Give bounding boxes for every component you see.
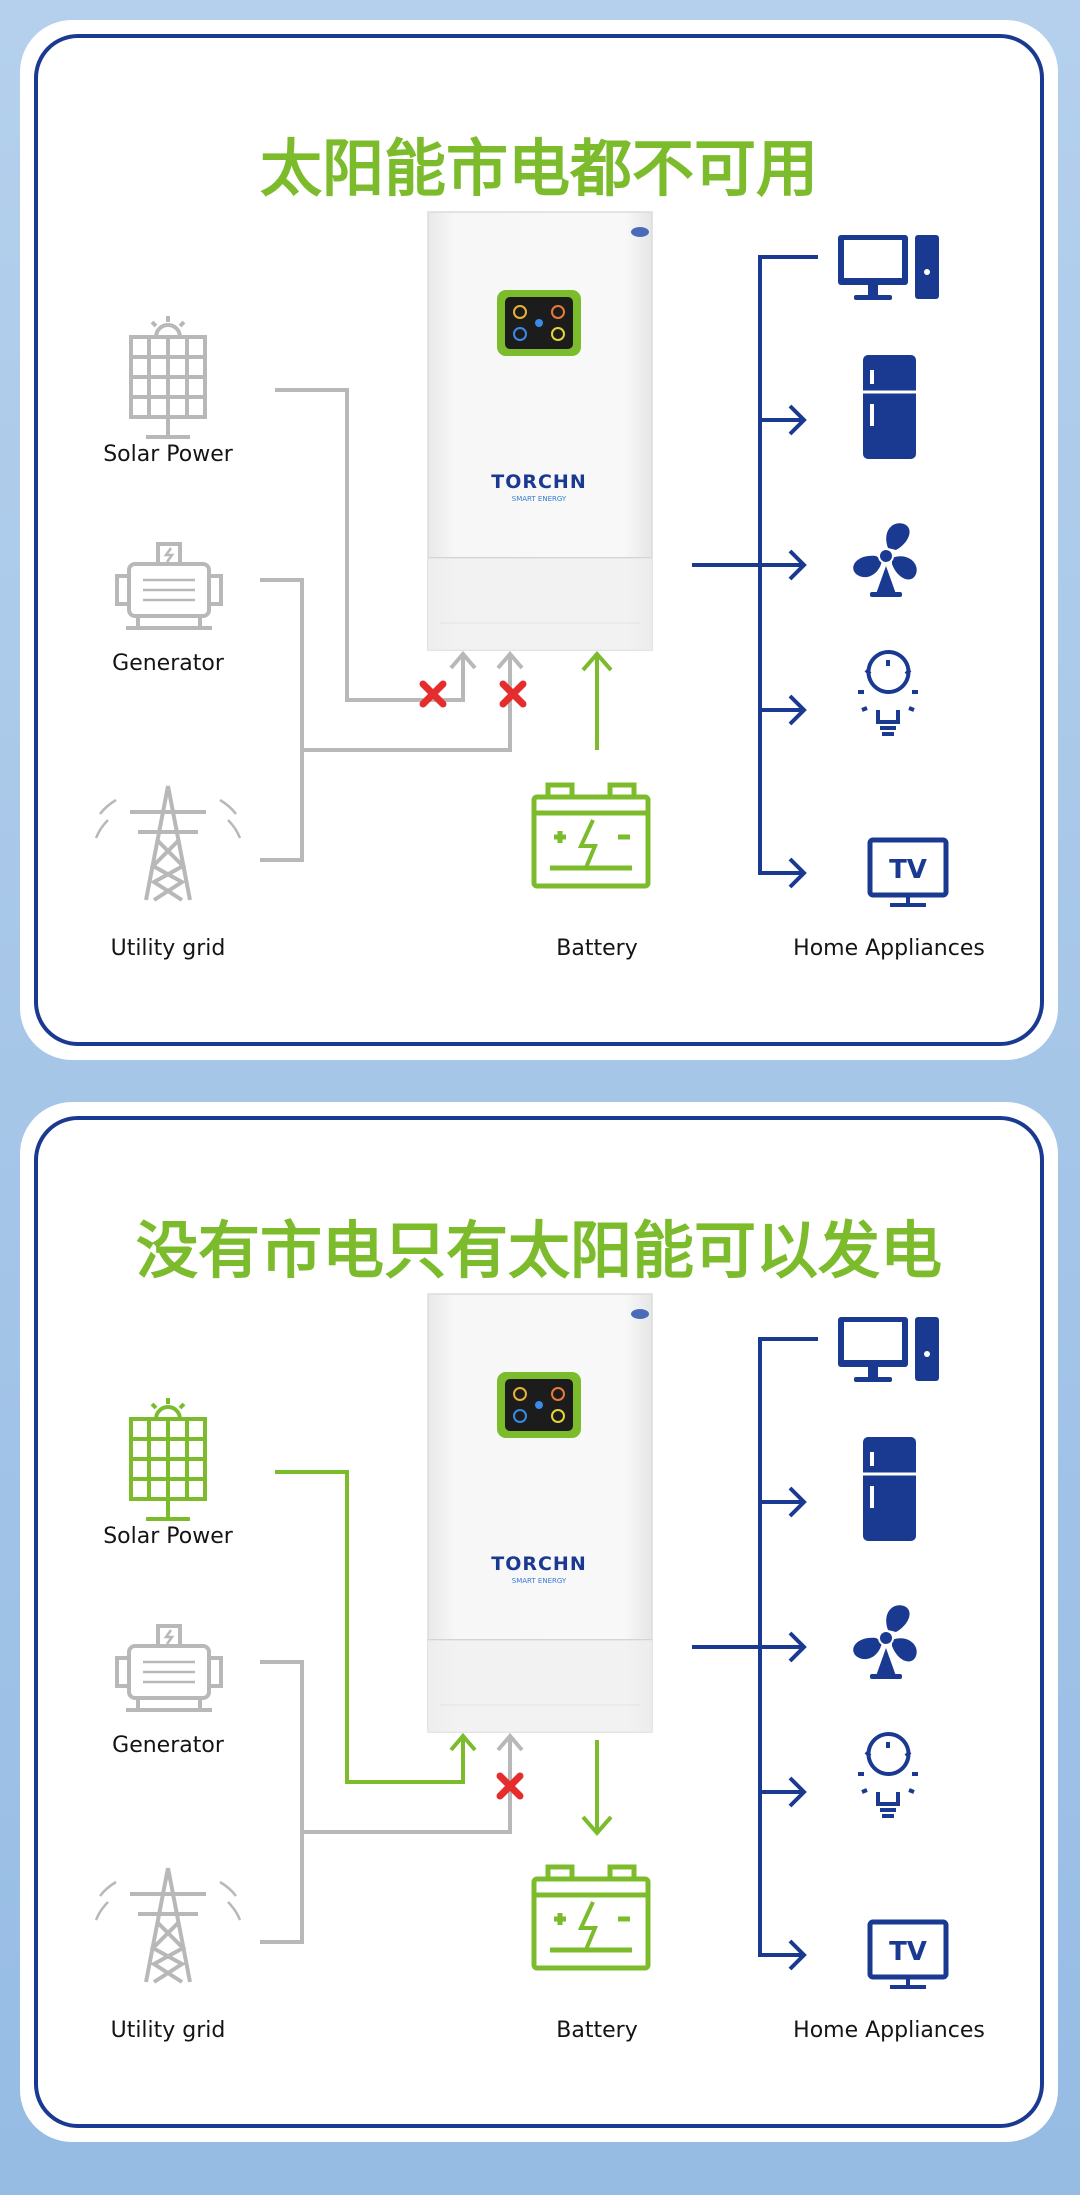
light-bulb-icon — [858, 1732, 918, 1818]
computer-icon — [838, 1317, 939, 1382]
battery-icon — [531, 782, 651, 889]
generator-icon — [115, 542, 223, 630]
inverter-brand: TORCHN — [491, 1553, 587, 1575]
solar-input-line — [275, 388, 465, 702]
grid-disabled-x — [496, 1772, 524, 1800]
inverter-display — [497, 1372, 581, 1438]
panel-title: 没有市电只有太阳能可以发电 — [136, 1214, 942, 1287]
refrigerator-icon — [863, 355, 916, 459]
disabled-x-marks — [419, 680, 527, 708]
inverter-tagline: SMART ENERGY — [512, 495, 567, 503]
inverter-brand: TORCHN — [491, 471, 587, 493]
inverter-unit: TORCHN SMART ENERGY — [427, 211, 653, 651]
generator-icon — [115, 1624, 223, 1712]
battery-charge-arrow — [581, 1740, 613, 1837]
generator-grid-line — [260, 1660, 304, 1944]
grid-input-line — [302, 1737, 512, 1834]
grid-input-line — [302, 655, 512, 752]
inverter-unit: TORCHN SMART ENERGY — [427, 1293, 653, 1733]
output-lines — [692, 255, 818, 889]
tv-icon: TV — [867, 1919, 949, 1989]
output-lines — [692, 1337, 818, 1971]
solar-label: Solar Power — [103, 442, 234, 467]
flow-diagram: 太阳能市电都不可用 TORCHN SMART ENERGY — [94, 132, 985, 961]
brand-badge — [631, 1309, 649, 1319]
computer-icon — [838, 235, 939, 300]
generator-grid-line — [260, 578, 304, 862]
light-bulb-icon — [858, 650, 918, 736]
appliances-label: Home Appliances — [793, 936, 985, 961]
solar-label: Solar Power — [103, 1524, 234, 1549]
solar-panel-icon — [129, 1398, 207, 1521]
power-tower-icon — [94, 785, 242, 902]
battery-discharge-arrow — [581, 650, 613, 750]
scenario-panel-1: 太阳能市电都不可用 TORCHN SMART ENERGY — [20, 20, 1058, 1060]
arrowhead-grid — [496, 1732, 524, 1752]
brand-badge — [631, 227, 649, 237]
battery-label: Battery — [556, 2018, 637, 2043]
flow-diagram: 没有市电只有太阳能可以发电 TORCHN SMART ENERGY — [94, 1214, 985, 2043]
grid-label: Utility grid — [111, 2018, 226, 2043]
arrowhead-grid — [496, 650, 524, 670]
tv-text: TV — [889, 855, 927, 885]
solar-input-line — [275, 1470, 477, 1784]
battery-icon — [531, 1864, 651, 1971]
refrigerator-icon — [863, 1437, 916, 1541]
inverter-tagline: SMART ENERGY — [512, 1577, 567, 1585]
generator-label: Generator — [112, 651, 225, 676]
arrowhead-solar — [449, 650, 477, 670]
power-tower-icon — [94, 1867, 242, 1984]
scenario-panel-2: 没有市电只有太阳能可以发电 TORCHN SMART ENERGY — [20, 1102, 1058, 2142]
panel-border — [34, 1116, 1044, 2128]
inverter-display — [497, 290, 581, 356]
arrowhead-solar — [449, 1732, 477, 1752]
appliances-label: Home Appliances — [793, 2018, 985, 2043]
fan-icon — [853, 523, 917, 597]
tv-text: TV — [889, 1937, 927, 1967]
solar-disabled-x — [419, 680, 447, 708]
battery-label: Battery — [556, 936, 637, 961]
panel-border — [34, 34, 1044, 1046]
grid-label: Utility grid — [111, 936, 226, 961]
panel-title: 太阳能市电都不可用 — [260, 132, 818, 205]
inactive-input-lines — [260, 1660, 524, 1944]
grid-disabled-x — [499, 680, 527, 708]
generator-label: Generator — [112, 1733, 225, 1758]
fan-icon — [853, 1605, 917, 1679]
solar-panel-icon — [129, 316, 207, 439]
tv-icon: TV — [867, 837, 949, 907]
